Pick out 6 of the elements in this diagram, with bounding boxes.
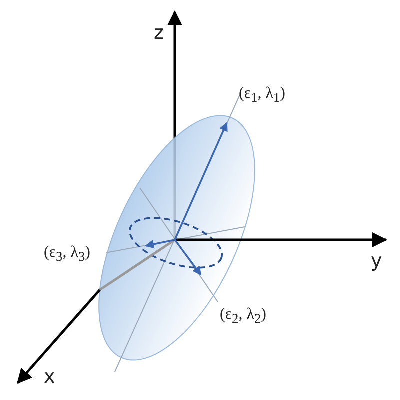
- axis-label: y: [371, 252, 382, 271]
- eigenpair-label: (ε$_{2}$, λ$_{2}$): [220, 307, 266, 326]
- eigenpair-label: (ε$_{3}$, λ$_{3}$): [44, 245, 90, 264]
- eigenpair-label: (ε$_{1}$, λ$_{1}$): [239, 86, 286, 105]
- axis-label: z: [154, 24, 164, 43]
- axis-label: x: [44, 368, 56, 387]
